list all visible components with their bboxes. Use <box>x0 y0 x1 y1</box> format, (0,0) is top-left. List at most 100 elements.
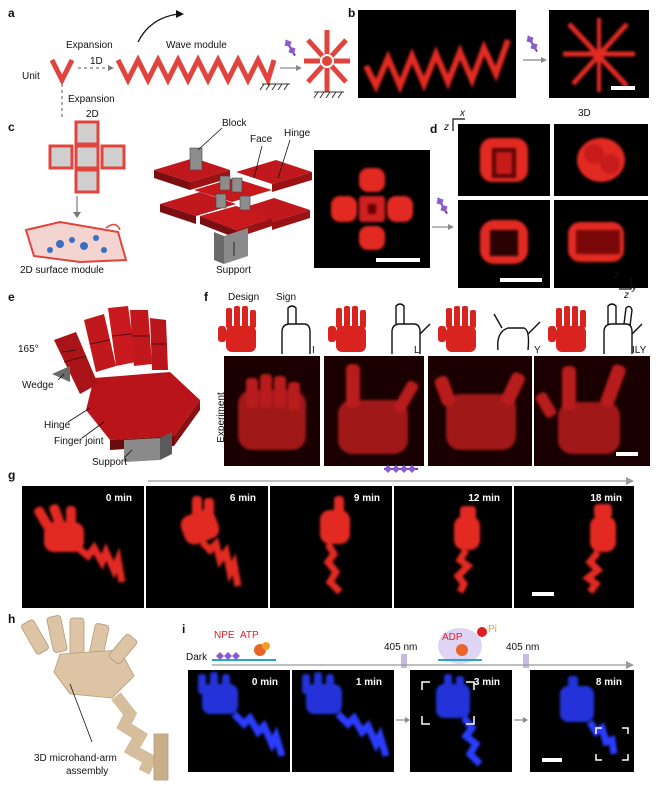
time-label: 6 min <box>229 493 256 504</box>
axis-z-label-2: z <box>614 270 619 281</box>
wavelength-label-2: 405 nm <box>506 642 540 653</box>
folded-wave-shape <box>304 30 350 92</box>
cross-net-diagram <box>48 120 126 194</box>
block-label: Block <box>222 118 247 129</box>
dna-strand-icon <box>526 35 538 53</box>
atp-label: ATP <box>240 630 259 641</box>
panel-label-e: e <box>8 290 15 304</box>
scale-bar <box>616 452 638 456</box>
curved-arrow-icon <box>137 13 179 43</box>
dna-strand-icon <box>284 39 296 57</box>
axis-z-label: z <box>444 122 449 133</box>
time-label: 8 min <box>595 677 622 688</box>
arrow-icon <box>523 57 547 63</box>
npe-label: NPE <box>214 630 235 641</box>
timelapse-frame: 9 min <box>270 486 392 608</box>
arrow-icon <box>514 717 528 723</box>
assembly-caption-line2: assembly <box>66 766 109 777</box>
arrow-down-icon <box>73 196 81 218</box>
sign-letter-y: Y <box>534 345 541 356</box>
panel-b-wave-image <box>358 10 516 98</box>
time-label: 0 min <box>251 677 278 688</box>
arrow-icon <box>396 717 410 723</box>
light-pulse-marker <box>523 654 529 668</box>
wavelength-label-1: 405 nm <box>384 642 418 653</box>
panel-label-i: i <box>182 622 186 636</box>
panel-d-top-left <box>458 124 550 196</box>
panel-d-bottom-left <box>458 200 550 288</box>
panel-label-h: h <box>8 612 16 626</box>
timelapse-frame: 0 min <box>22 486 144 608</box>
timelapse-frame: 12 min <box>394 486 512 608</box>
time-label: 0 min <box>105 493 132 504</box>
fluorescence-frame: 8 min <box>530 670 634 772</box>
design-hand-icon <box>548 306 586 352</box>
unit-label: Unit <box>22 71 40 82</box>
scale-bar <box>532 592 554 596</box>
surface-module-label: 2D surface module <box>20 265 104 276</box>
cross-block-render <box>154 127 312 264</box>
panel-f-image-ily <box>534 356 650 466</box>
hinge-label: Hinge <box>284 128 311 139</box>
panel-label-g: g <box>8 468 16 482</box>
support-label: Support <box>216 265 252 276</box>
sign-hand-icon <box>281 305 311 354</box>
timelapse-frame: 18 min <box>514 486 634 608</box>
expansion-2d-label: Expansion <box>68 94 115 105</box>
design-hand-icon <box>218 306 256 352</box>
dna-strand-icon <box>384 465 418 473</box>
npe-atp-schematic <box>212 642 276 661</box>
label-3d: 3D <box>578 108 591 119</box>
hinge-label-e: Hinge <box>44 420 71 431</box>
time-label: 9 min <box>353 493 380 504</box>
panel-f-image-y <box>428 356 532 466</box>
design-label: Design <box>228 292 260 303</box>
panel-label-c: c <box>8 120 15 134</box>
panel-f-image-l <box>324 356 424 466</box>
axis-corner-icon <box>619 277 632 290</box>
sign-hand-icon <box>391 303 431 354</box>
fluorescence-frame: 1 min <box>292 670 394 772</box>
support-label-e: Support <box>92 457 128 468</box>
expansion-1d-label: Expansion <box>66 40 113 51</box>
panel-c-flat-image <box>314 150 430 268</box>
panel-d-top-right <box>554 124 648 196</box>
time-label: 12 min <box>468 493 500 504</box>
fluorescence-frame: 3 min <box>410 670 512 772</box>
microhand-arm-render <box>21 615 169 781</box>
panel-label-d: d <box>430 122 438 136</box>
dna-strand-icon <box>436 197 448 215</box>
sign-label: Sign <box>276 292 297 303</box>
assembly-caption-line1: 3D microhand-arm <box>34 753 117 764</box>
adp-schematic <box>438 627 487 664</box>
face-label: Face <box>250 134 273 145</box>
sign-hand-icon <box>603 303 643 354</box>
panel-label-b: b <box>348 6 356 20</box>
wedge-label: Wedge <box>22 380 54 391</box>
one-d-label: 1D <box>90 56 103 67</box>
panel-label-f: f <box>204 290 208 304</box>
time-label: 18 min <box>590 493 622 504</box>
axis-y-label: y <box>632 282 637 293</box>
adp-label: ADP <box>442 632 463 643</box>
panel-label-a: a <box>8 6 15 20</box>
arrow-icon <box>432 224 454 230</box>
axis-z-label-f: z <box>624 290 629 301</box>
light-pulse-marker <box>401 654 407 668</box>
scale-bar <box>542 758 562 762</box>
time-arrow <box>148 477 634 485</box>
axis-corner-icon <box>452 118 465 131</box>
time-label: 3 min <box>473 677 500 688</box>
time-label: 1 min <box>355 677 382 688</box>
unit-v-shape <box>49 58 75 86</box>
surface-module-diagram <box>24 220 128 264</box>
scale-bar <box>376 258 420 262</box>
region-box-icon <box>421 681 475 725</box>
sign-letter-l: L <box>414 345 420 356</box>
finger-joint-label: Finger joint <box>54 436 104 447</box>
panel-f-image-i <box>224 356 320 466</box>
scale-bar <box>500 278 542 282</box>
fluorescence-frame: 0 min <box>188 670 290 772</box>
scale-bar <box>611 86 635 90</box>
design-sign-row <box>218 303 643 354</box>
